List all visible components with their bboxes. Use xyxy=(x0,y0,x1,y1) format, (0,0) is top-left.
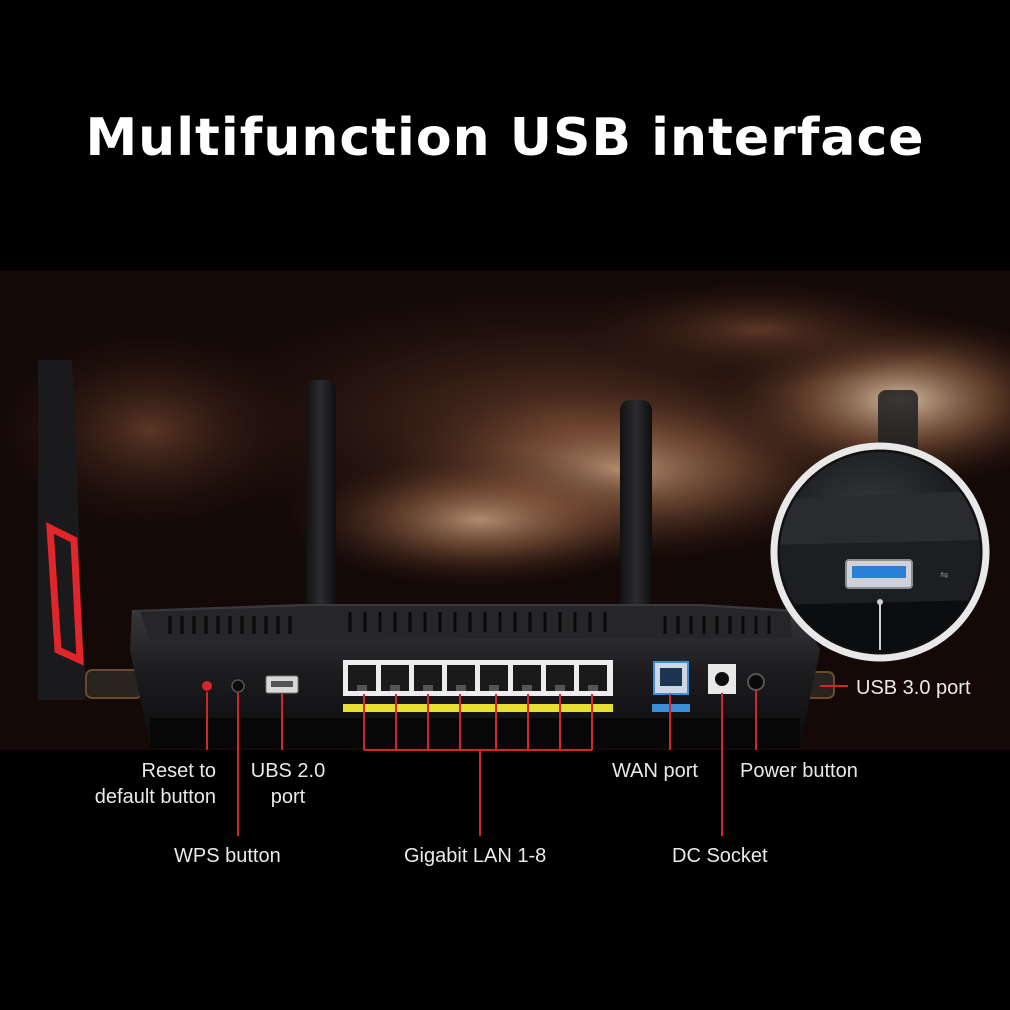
cloud xyxy=(0,320,320,540)
antenna-connector xyxy=(85,669,143,699)
label-wan-port: WAN port xyxy=(612,760,698,782)
reset-button xyxy=(202,681,212,691)
lan-yellow-strip xyxy=(343,704,613,712)
cloud xyxy=(280,450,680,590)
side-antenna xyxy=(38,360,86,700)
vent-slots xyxy=(168,612,771,634)
label-reset-button: Reset to default button xyxy=(94,760,216,808)
headline: Multifunction USB interface xyxy=(85,108,925,168)
usb3-zoom-bubble: ⇋ xyxy=(770,442,990,662)
label-usb2-port: UBS 2.0 port xyxy=(250,760,326,808)
red-accent xyxy=(46,522,84,666)
label-power-button: Power button xyxy=(740,760,858,782)
label-usb3-port: USB 3.0 port xyxy=(856,677,971,699)
label-wps-button: WPS button xyxy=(174,845,281,867)
cloud xyxy=(560,275,960,385)
power-button xyxy=(747,673,765,691)
svg-text:⇋: ⇋ xyxy=(940,570,948,581)
label-dc-socket: DC Socket xyxy=(672,845,768,867)
label-lan-ports: Gigabit LAN 1-8 xyxy=(404,845,547,867)
base-shadow xyxy=(150,718,800,748)
lan-ports xyxy=(348,665,607,691)
wps-button xyxy=(231,679,245,693)
callout-lines xyxy=(206,685,848,836)
router-top-grill xyxy=(140,606,792,640)
